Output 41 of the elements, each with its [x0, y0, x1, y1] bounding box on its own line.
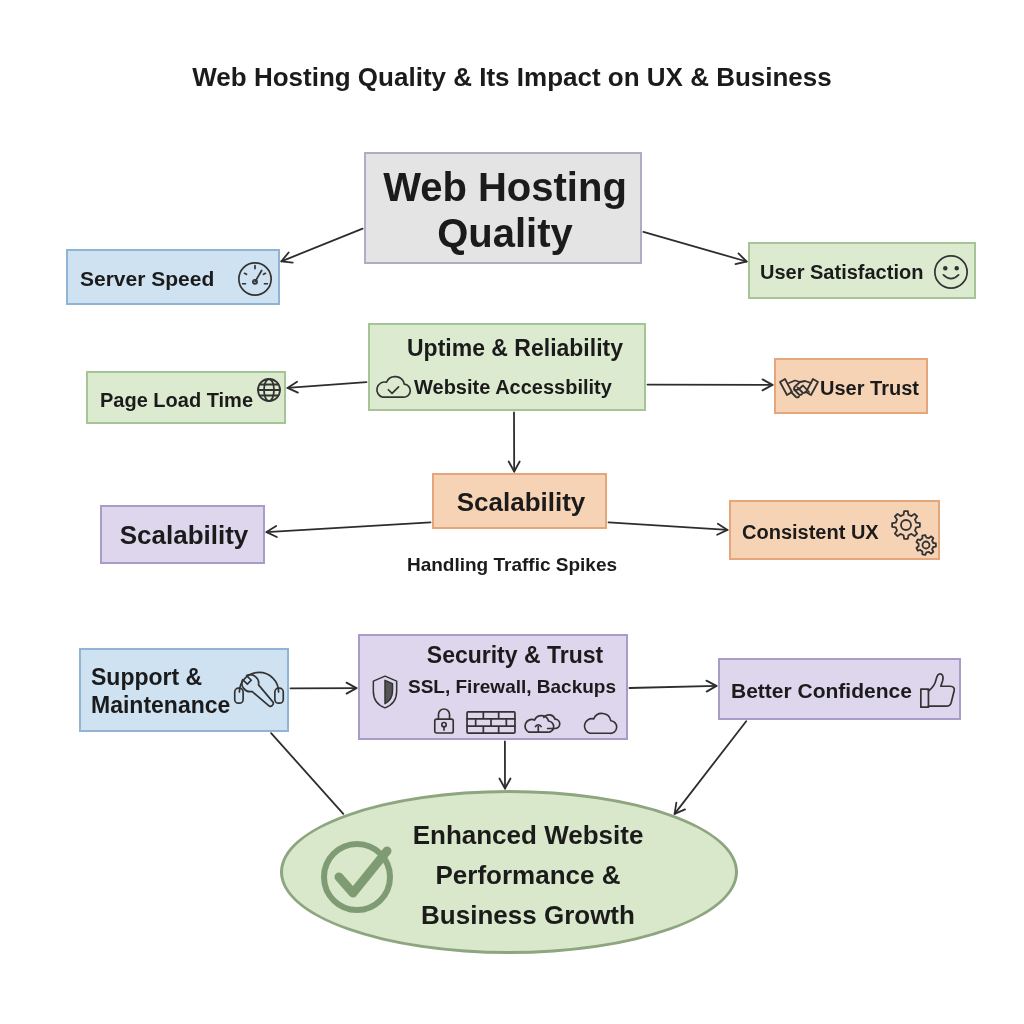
process-box: [86, 371, 286, 424]
arrow: [628, 679, 718, 693]
process-box: [774, 358, 928, 414]
node-label: Better Confidence: [731, 678, 912, 704]
arrow: [673, 720, 748, 815]
node-label: Consistent UX: [742, 520, 879, 544]
node-label: Scalability: [119, 520, 249, 552]
process-box: [79, 648, 289, 732]
arrow: [289, 681, 358, 695]
process-box: [358, 634, 628, 740]
node-label: Server Speed: [80, 266, 215, 292]
arrow: [280, 227, 364, 264]
node-label: Support & Maintenance: [91, 664, 232, 720]
node-label: SSL, Firewall, Backups: [408, 676, 617, 699]
node-label: Website Accessbility: [414, 375, 612, 399]
arrow: [507, 411, 521, 473]
node-title: Uptime & Reliability: [407, 335, 623, 363]
process-box: [368, 323, 646, 411]
node-label: Page Load Time: [100, 388, 253, 412]
node-label: Web Hosting Quality: [382, 164, 628, 256]
node-label: Enhanced Website Performance & Business Growth: [411, 819, 645, 933]
process-box: [100, 505, 265, 564]
node-label: User Satisfaction: [760, 260, 924, 284]
arrow: [646, 378, 774, 392]
arrow: [265, 521, 432, 538]
heading-box: [364, 152, 642, 264]
connector-line: [270, 732, 345, 815]
arrow: [607, 521, 729, 536]
process-box: [748, 242, 976, 299]
node-label: Scalability: [456, 487, 586, 519]
process-box: [432, 473, 607, 529]
diagram-title: Web Hosting Quality & Its Impact on UX & Business: [192, 62, 832, 93]
process-box: [718, 658, 961, 720]
node-label: User Trust: [820, 376, 919, 400]
node-title: Security & Trust: [426, 642, 604, 670]
arrow: [642, 231, 748, 265]
process-box: [729, 500, 940, 560]
arrow: [498, 740, 512, 790]
process-box: [66, 249, 280, 305]
arrow: [286, 380, 368, 394]
node-caption: Handling Traffic Spikes: [406, 554, 618, 577]
